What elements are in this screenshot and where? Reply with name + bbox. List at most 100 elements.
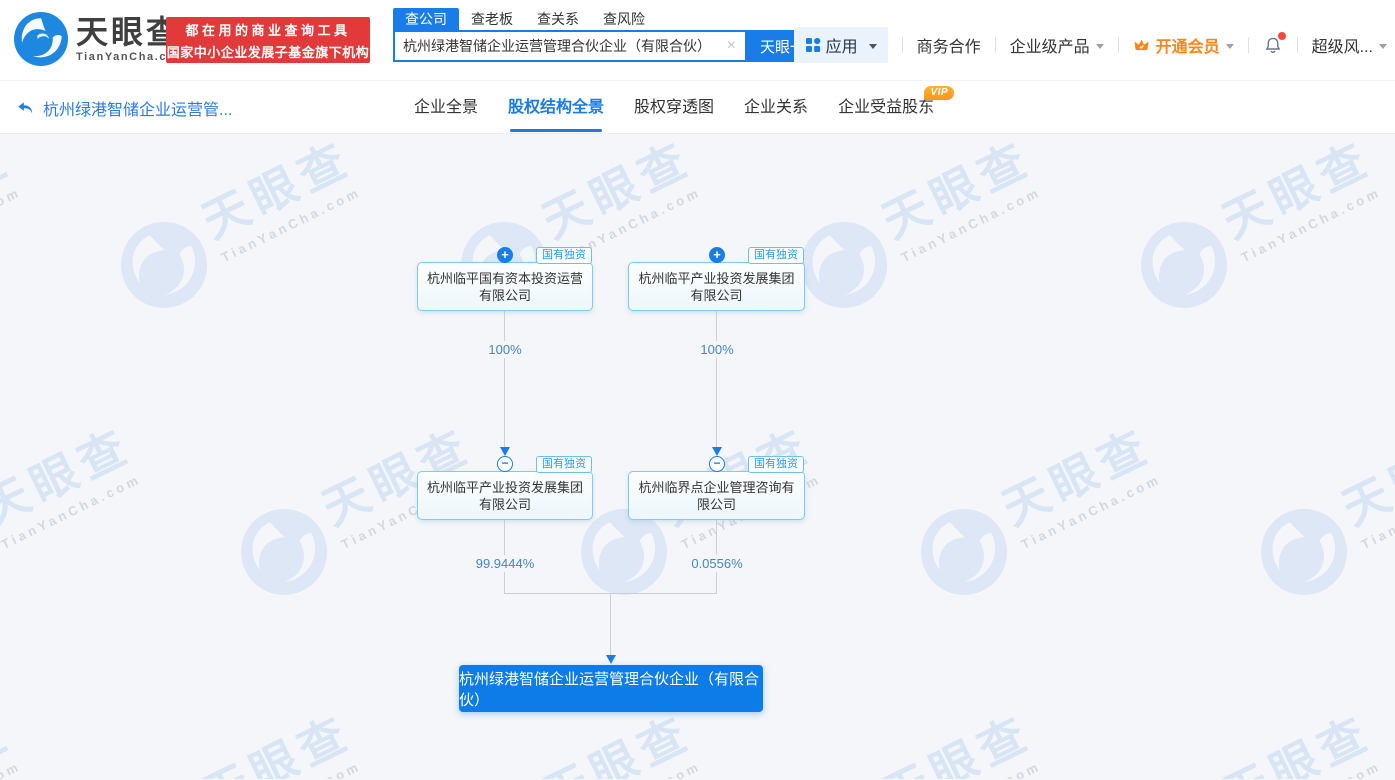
crown-icon: [1134, 39, 1149, 50]
search-tab-risk[interactable]: 查风险: [603, 11, 645, 27]
search-tab-company[interactable]: 查公司: [393, 8, 459, 30]
expand-plus-icon[interactable]: +: [497, 247, 513, 263]
chevron-down-icon: [1095, 43, 1104, 49]
watermark-text: 天眼查: [0, 134, 20, 249]
state-owned-tag: 国有独资: [748, 456, 804, 473]
ownership-percentage: 100%: [484, 341, 526, 358]
tab-equity-penetration[interactable]: 股权穿透图: [634, 99, 715, 116]
clear-icon[interactable]: ×: [726, 37, 736, 54]
enterprise-products-menu[interactable]: 企业级产品: [1010, 33, 1104, 57]
watermark-domain: TianYanCha.com: [1239, 756, 1388, 779]
edge-line: [610, 593, 611, 655]
watermark-text: 天眼查: [994, 418, 1160, 536]
tab-company-relations[interactable]: 企业关系: [744, 99, 809, 116]
notification-dot: [1277, 31, 1286, 40]
watermark-text: 天眼查: [874, 134, 1040, 249]
watermark-domain: TianYanCha.com: [559, 756, 708, 779]
vip-join-menu[interactable]: 开通会员: [1133, 33, 1234, 57]
expand-plus-icon[interactable]: +: [709, 247, 725, 263]
watermark-text: 天眼查: [0, 705, 20, 779]
search-input[interactable]: [395, 38, 718, 54]
logo-domain: TianYanCha.com: [76, 51, 187, 63]
company-node-mid-left[interactable]: 杭州临平产业投资发展集团有限公司: [417, 471, 593, 520]
watermark-text: 天眼查: [0, 418, 140, 536]
divider: [901, 37, 903, 53]
collapse-minus-icon[interactable]: −: [709, 456, 725, 472]
watermark-domain: TianYanCha.com: [898, 184, 1044, 266]
watermark-logo-icon: [1261, 508, 1348, 595]
vip-badge: VIP: [924, 86, 955, 100]
watermark-domain: TianYanCha.com: [0, 184, 24, 266]
watermark-text: 天眼查: [1214, 705, 1380, 779]
chevron-down-icon: [1379, 43, 1387, 49]
search-tab-boss[interactable]: 查老板: [471, 11, 513, 27]
back-company-link[interactable]: 杭州绿港智储企业运营管...: [16, 81, 232, 134]
search-tab-relation[interactable]: 查关系: [537, 11, 579, 27]
watermark-text: 天眼查: [1214, 134, 1380, 249]
slogan-line2: 国家中小企业发展子基金旗下机构: [166, 44, 370, 60]
divider: [1117, 37, 1119, 53]
state-owned-tag: 国有独资: [748, 247, 804, 264]
bell-icon: [1265, 37, 1281, 53]
watermark-text: 天眼查: [194, 134, 360, 249]
super-risk-menu[interactable]: 超级风...: [1312, 33, 1387, 57]
watermark-domain: TianYanCha.com: [1358, 471, 1395, 553]
company-node-top-left[interactable]: 杭州临平国有资本投资运营有限公司: [417, 262, 593, 311]
slogan-banner: 都在用的商业查询工具 国家中小企业发展子基金旗下机构: [166, 17, 370, 63]
notifications-bell[interactable]: [1263, 31, 1286, 56]
search-input-wrap: ×: [393, 30, 747, 62]
divider: [1296, 37, 1298, 53]
watermark-domain: TianYanCha.com: [218, 184, 364, 266]
watermark-logo-icon: [1141, 221, 1228, 308]
divider: [994, 37, 996, 53]
watermark-text: 天眼查: [534, 134, 700, 249]
state-owned-tag: 国有独资: [536, 456, 592, 473]
watermark-text: 天眼查: [1334, 418, 1395, 536]
apps-menu[interactable]: 应用: [793, 27, 888, 63]
ownership-percentage: 0.0556%: [687, 555, 747, 572]
business-coop-link[interactable]: 商务合作: [916, 39, 981, 56]
edge-line: [504, 311, 505, 447]
collapse-minus-icon[interactable]: −: [497, 456, 513, 472]
slogan-line1: 都在用的商业查询工具: [185, 22, 351, 38]
divider: [1247, 37, 1249, 53]
apps-grid-icon: [805, 37, 820, 52]
tab-beneficial-owners[interactable]: 企业受益股东 VIP: [838, 81, 955, 134]
arrow-down-icon: [712, 447, 722, 456]
watermark-domain: TianYanCha.com: [1018, 471, 1164, 553]
tianyancha-logo[interactable]: 天眼查 TianYanCha.com: [14, 12, 187, 66]
watermark-domain: TianYanCha.com: [219, 756, 368, 779]
tianyancha-logo-icon: [14, 12, 68, 66]
tab-equity-structure[interactable]: 股权结构全景: [508, 81, 604, 134]
watermark-logo-icon: [241, 508, 328, 595]
tab-company-overview[interactable]: 企业全景: [414, 99, 479, 116]
ownership-percentage: 100%: [696, 341, 738, 358]
watermark-logo-icon: [121, 221, 208, 308]
chevron-down-icon: [1225, 43, 1234, 49]
watermark-domain: TianYanCha.com: [1238, 184, 1384, 266]
arrow-down-icon: [500, 447, 510, 456]
company-node-mid-right[interactable]: 杭州临界点企业管理咨询有限公司: [628, 471, 805, 520]
watermark-domain: TianYanCha.com: [0, 756, 28, 779]
search-tabs: 查公司 查老板 查关系 查风险: [393, 8, 833, 30]
breadcrumb-company: 杭州绿港智储企业运营管...: [43, 101, 233, 119]
apps-label: 应用: [825, 39, 858, 56]
state-owned-tag: 国有独资: [536, 247, 592, 264]
watermark-logo-icon: [921, 508, 1008, 595]
watermark-domain: TianYanCha.com: [0, 471, 144, 553]
company-node-top-right[interactable]: 杭州临平产业投资发展集团有限公司: [628, 262, 805, 311]
edge-line: [716, 311, 717, 447]
target-company-node[interactable]: 杭州绿港智储企业运营管理合伙企业（有限合伙）: [459, 665, 763, 712]
search-module: 查公司 查老板 查关系 查风险 × 天眼一下: [393, 8, 833, 62]
